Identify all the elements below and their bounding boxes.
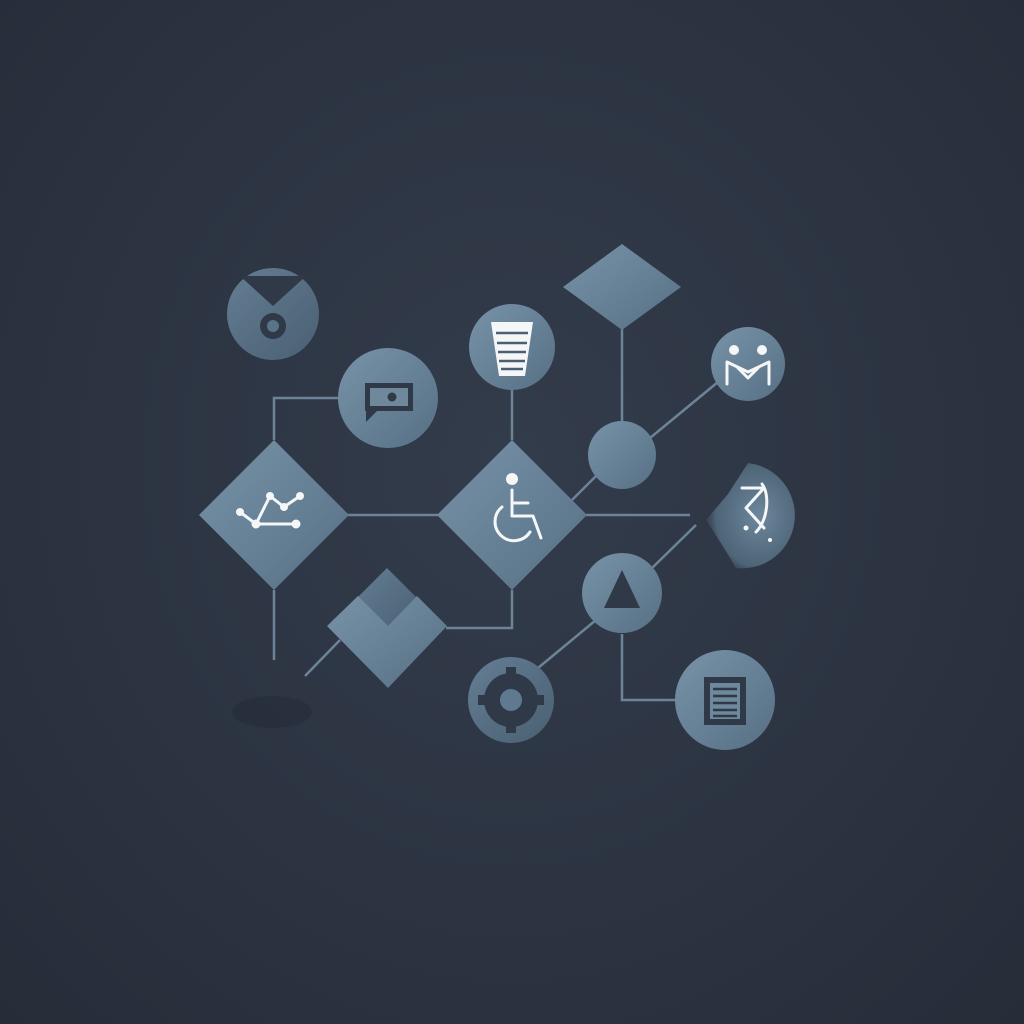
scribble-icon	[740, 482, 772, 542]
network-node	[199, 440, 349, 590]
network-graph-icon	[236, 492, 304, 529]
medal-node	[227, 268, 319, 360]
comment-node	[338, 348, 438, 448]
connector-accessibility-hub	[571, 473, 599, 501]
connector-accessibility-chevron	[446, 590, 514, 630]
wheelchair-icon	[493, 473, 543, 543]
hub-node	[588, 421, 656, 489]
triangle-icon	[604, 570, 640, 608]
list-funnel-icon	[491, 322, 533, 376]
script-node	[706, 463, 795, 569]
connector-warning-script	[649, 524, 697, 571]
people-node	[711, 327, 785, 401]
connector-hub-people	[649, 381, 719, 439]
accessibility-node	[437, 440, 587, 590]
connector-warning-document	[620, 634, 678, 702]
chat-bubble-icon	[365, 383, 413, 422]
top-diamond-node	[563, 244, 681, 330]
warning-node	[582, 553, 662, 633]
list-node	[469, 304, 555, 390]
chevron-node	[327, 568, 447, 688]
connector-chevron-left	[304, 639, 341, 677]
settings-node	[468, 657, 554, 743]
connectors	[272, 328, 719, 702]
document-node	[675, 650, 775, 750]
medal-icon	[240, 276, 306, 339]
gear-icon	[478, 667, 544, 733]
faded-node	[232, 696, 312, 728]
two-people-icon	[725, 345, 771, 386]
document-icon	[704, 677, 746, 725]
connector-warning-settings	[537, 619, 597, 669]
connector-network-comment	[272, 396, 340, 440]
